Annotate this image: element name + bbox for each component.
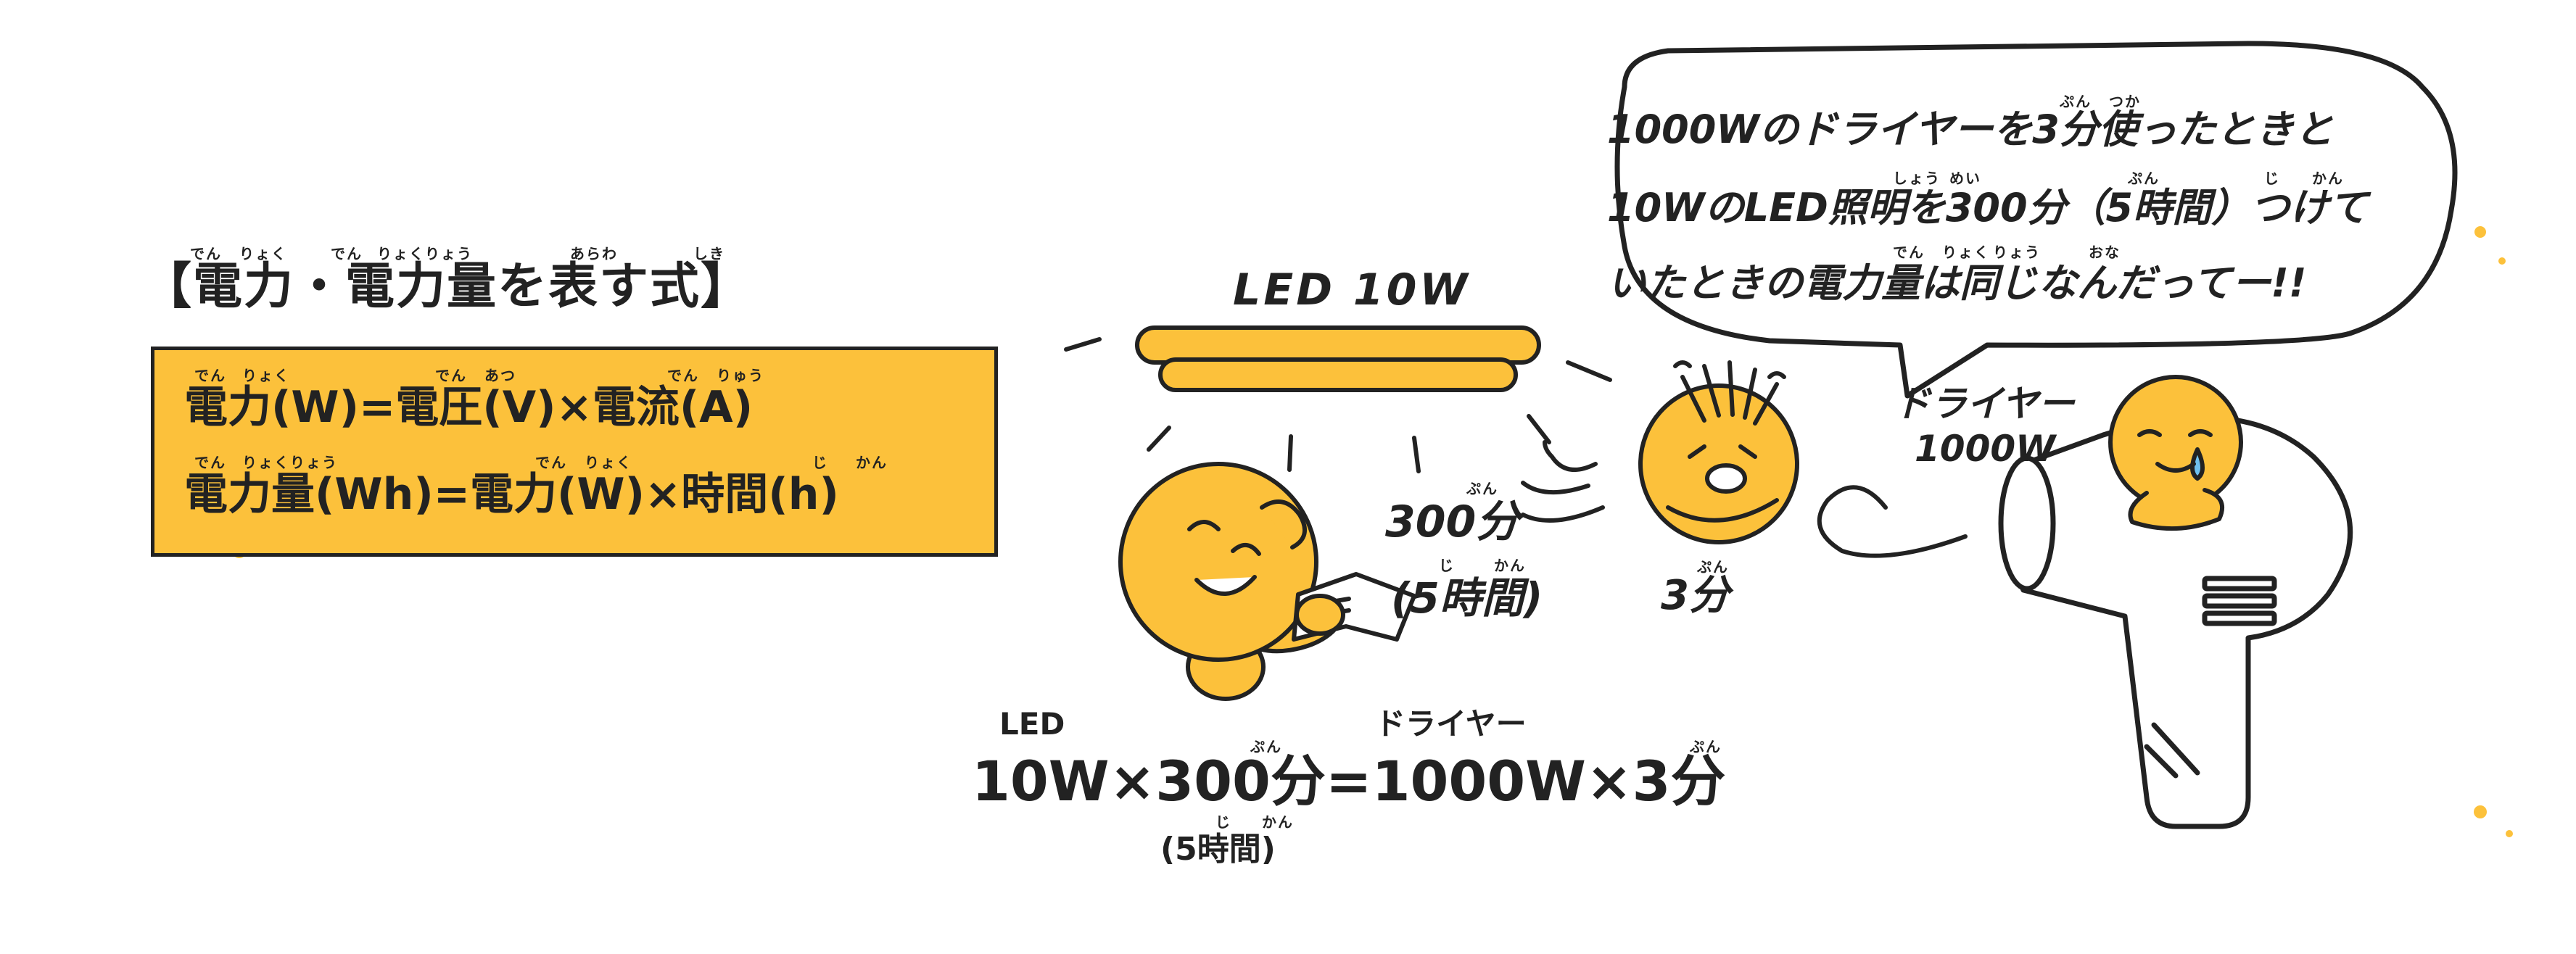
- reading-character: [1118, 462, 1416, 701]
- dryer-label-power: 1000W: [1915, 428, 2056, 470]
- bubble-line1-furigana-2: つか: [2109, 93, 2141, 110]
- bubble-line2-furigana-3: ぷん: [2128, 170, 2160, 187]
- heading-furigana-3: でん: [331, 245, 363, 262]
- heading-furigana-4: りょく: [377, 245, 425, 262]
- equation-furigana-2: ぷん: [1690, 738, 1722, 755]
- bubble-line2-furigana-2: めい: [1949, 170, 1981, 187]
- formula2-furigana-5: りょく: [585, 454, 632, 471]
- heading-title: 【電力・電力量を表す式】: [142, 258, 752, 315]
- bubble-line1: 1000Wのドライヤーを3分使ったときと: [1607, 107, 2334, 152]
- equation-label-led: LED: [999, 706, 1065, 742]
- reader-hours-furigana-2: かん: [1494, 557, 1526, 574]
- dryer-character: [2108, 375, 2243, 531]
- formula2-furigana-2: りょく: [242, 454, 290, 471]
- dried-duration-furigana: ぷん: [1697, 558, 1729, 576]
- wind-swirl: [1817, 485, 1968, 558]
- reader-duration-furigana: ぷん: [1466, 480, 1498, 497]
- bubble-line2: 10WのLED照明を300分（5時間）つけて: [1607, 185, 2369, 231]
- formula1-furigana-3: でん: [435, 367, 467, 384]
- formula-power: 電力(W)=電圧(V)×電流(A): [184, 382, 754, 433]
- formula-box: [151, 347, 998, 557]
- bubble-line2-furigana-4: じ: [2264, 170, 2280, 187]
- reader-duration: 300分: [1385, 497, 1520, 547]
- hair-dryer: [1998, 415, 2353, 829]
- equation-main: 10W×300分=1000W×3分: [972, 749, 1726, 813]
- dryer-label-name: ドライヤー: [1894, 383, 2075, 425]
- bubble-line2-furigana-5: かん: [2312, 170, 2344, 187]
- heading-furigana-6: あらわ: [570, 245, 618, 262]
- heading-furigana-1: でん: [190, 245, 222, 262]
- led-lamp: [1135, 325, 1541, 392]
- bubble-line3-furigana-2: りょく: [1942, 244, 1990, 261]
- formula2-furigana-3: りょう: [290, 454, 338, 471]
- heading-furigana-2: りょく: [239, 245, 287, 262]
- bubble-line3-furigana-4: おな: [2089, 244, 2121, 261]
- reader-hours: (5時間): [1391, 573, 1543, 623]
- formula1-furigana-5: でん: [667, 367, 699, 384]
- light-rays: [1064, 337, 1612, 473]
- lamp-label: LED 10W: [1233, 265, 1471, 315]
- formula1-furigana-2: りょく: [242, 367, 290, 384]
- formula1-furigana-4: あつ: [484, 367, 516, 384]
- equation-sub: (5時間): [1160, 831, 1276, 868]
- bubble-line2-furigana-1: しょう: [1893, 170, 1941, 187]
- heading-furigana-5: りょう: [425, 245, 473, 262]
- formula2-furigana-7: かん: [856, 454, 888, 471]
- speech-bubble: [1614, 41, 2458, 399]
- bubble-line3-furigana-1: でん: [1893, 244, 1925, 261]
- heading-furigana-7: しき: [693, 245, 725, 262]
- formula2-furigana-6: じ: [812, 454, 828, 471]
- reader-hours-furigana-1: じ: [1439, 557, 1455, 574]
- formula-energy: 電力量(Wh)=電力(W)×時間(h): [184, 469, 839, 520]
- equation-sub-furigana-1: じ: [1215, 813, 1231, 831]
- formula2-furigana-4: でん: [535, 454, 567, 471]
- bubble-line1-furigana-1: ぷん: [2060, 93, 2092, 110]
- equation-sub-furigana-2: かん: [1262, 813, 1294, 831]
- dried-character: [1521, 360, 1799, 544]
- equation-furigana-1: ぷん: [1250, 738, 1282, 755]
- formula1-furigana-6: りゅう: [717, 367, 764, 384]
- equation-label-dryer: ドライヤー: [1375, 706, 1527, 742]
- bubble-line3: いたときの電力量は同じなんだってー!!: [1607, 260, 2307, 306]
- formula1-furigana-1: でん: [194, 367, 226, 384]
- bubble-line3-furigana-3: りょう: [1993, 244, 2041, 261]
- formula2-furigana-1: でん: [194, 454, 226, 471]
- dried-duration: 3分: [1661, 572, 1730, 619]
